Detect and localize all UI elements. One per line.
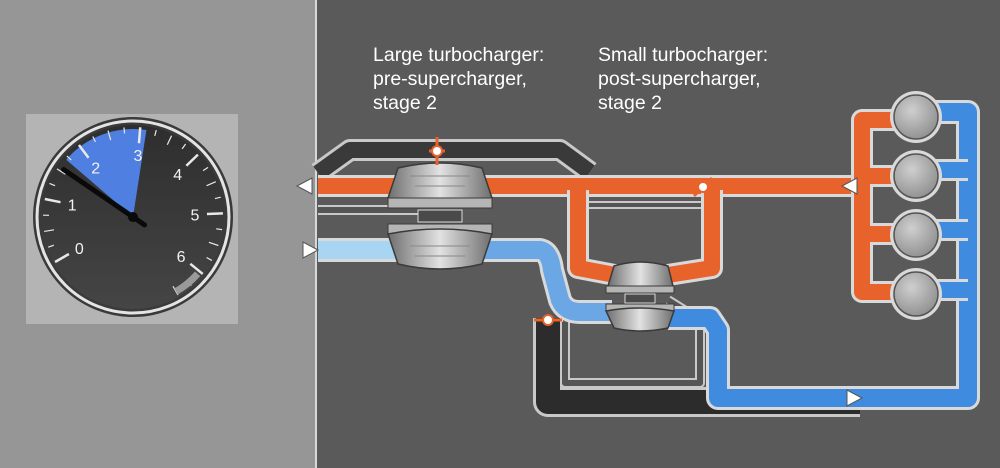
gauge-minor-tick — [48, 244, 55, 248]
gauge-major-tick — [44, 197, 61, 204]
intake-inlet-arrow — [302, 241, 320, 259]
wastegate-valve-top — [429, 137, 445, 165]
large-turbo-caption-line-2: pre-supercharger, — [373, 68, 527, 90]
gauge-minor-tick — [206, 181, 217, 187]
gauge-minor-tick — [216, 228, 223, 231]
gauge-label-5: 5 — [190, 208, 199, 225]
small-turbo-caption-line-2: post-supercharger, — [598, 68, 761, 90]
small-turbo-caption-line-1: Small turbocharger: — [598, 44, 769, 66]
intake-flow-arrow — [846, 389, 864, 407]
gauge-major-tick — [54, 252, 70, 264]
intake-pipes — [318, 100, 980, 410]
large-turbo-caption-line-1: Large turbocharger: — [373, 44, 545, 66]
gauge-minor-tick — [202, 166, 209, 172]
gauge-label-4: 4 — [173, 167, 182, 184]
exhaust-flow-arrow — [840, 177, 858, 195]
gauge-minor-tick — [56, 168, 66, 175]
cylinder-3 — [890, 209, 942, 261]
gauge-major-tick — [206, 212, 223, 216]
gauge-ticks — [43, 127, 223, 296]
gauge-minor-tick — [44, 229, 55, 233]
gauge-ring — [35, 119, 231, 315]
exhaust-outlet-arrow — [295, 177, 313, 195]
gauge-highlight-arc — [66, 129, 147, 217]
gauge-major-tick — [185, 153, 199, 167]
boost-gauge: 0 1 2 3 4 5 6 — [26, 114, 238, 324]
gauge-minor-tick — [208, 241, 219, 247]
small-turbocharger — [604, 261, 676, 332]
gauge-minor-tick — [92, 136, 97, 143]
gauge-major-tick — [77, 144, 90, 159]
gauge-minor-tick — [66, 155, 72, 161]
gauge-minor-tick — [49, 182, 56, 187]
gauge-minor-tick — [154, 129, 157, 137]
gauge-label-3: 3 — [134, 148, 143, 165]
large-turbo-caption: Large turbocharger: pre-supercharger, st… — [373, 43, 544, 115]
gauge-minor-tick — [214, 196, 221, 200]
gauge-minor-tick — [107, 130, 112, 141]
gauge-label-0: 0 — [75, 241, 84, 258]
gauge-label-1: 1 — [68, 198, 77, 215]
engine-cylinders — [890, 91, 942, 320]
gauge-major-tick — [189, 262, 204, 275]
panel-divider — [315, 0, 317, 468]
gauge-end-zone — [174, 271, 201, 295]
gauge-minor-tick — [123, 127, 126, 134]
gauge-minor-tick — [166, 135, 173, 145]
small-turbo-caption: Small turbocharger: post-supercharger, s… — [598, 43, 768, 115]
cylinder-1 — [890, 91, 942, 143]
gauge-label-6: 6 — [177, 249, 186, 266]
gauge-hub — [128, 212, 138, 222]
large-turbo-caption-line-3: stage 2 — [373, 92, 437, 114]
gauge-minor-tick — [206, 257, 213, 261]
small-turbo-caption-line-3: stage 2 — [598, 92, 662, 114]
bypass-valve-lower — [534, 314, 562, 326]
gauge-major-tick — [137, 127, 142, 144]
gauge-minor-tick — [181, 143, 187, 150]
cylinder-2 — [890, 150, 942, 202]
large-turbocharger — [387, 162, 493, 270]
gauge-label-2: 2 — [91, 160, 100, 177]
cylinder-4 — [890, 268, 942, 320]
exhaust-flap-valve — [692, 176, 714, 198]
